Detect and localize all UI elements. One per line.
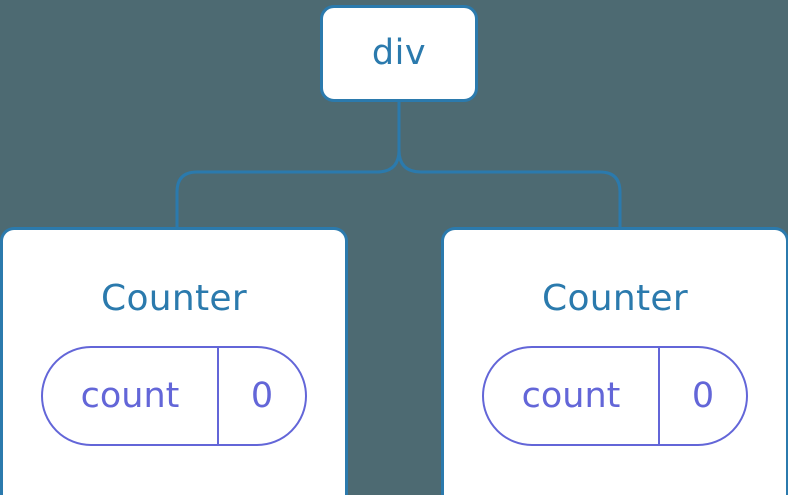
- node-counter-right[interactable]: Counter count 0: [441, 227, 788, 495]
- state-value-label: 0: [691, 375, 715, 416]
- node-div[interactable]: div: [320, 5, 478, 102]
- connector-path-right: [397, 102, 622, 229]
- node-counter-left[interactable]: Counter count 0: [0, 227, 348, 495]
- state-pill-right[interactable]: count 0: [482, 346, 748, 446]
- state-key-label: count: [43, 348, 219, 444]
- node-counter-left-label: Counter: [101, 278, 247, 319]
- node-div-label: div: [371, 33, 427, 73]
- state-value-label: 0: [250, 375, 274, 416]
- node-counter-right-label: Counter: [542, 278, 688, 319]
- state-pill-left[interactable]: count 0: [41, 346, 307, 446]
- state-key-label: count: [484, 348, 660, 444]
- connector-path-left: [175, 102, 401, 229]
